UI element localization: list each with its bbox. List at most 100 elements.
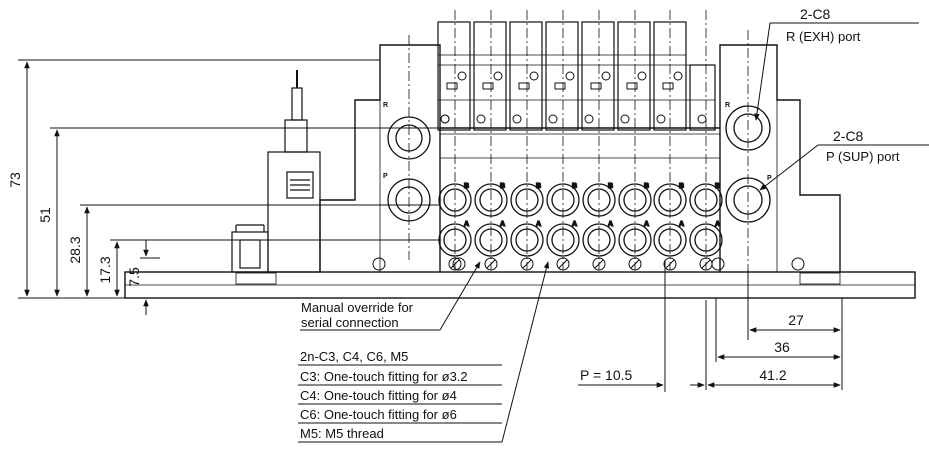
- port-letter-b: B: [500, 183, 505, 190]
- fitting-a-outer: [474, 223, 508, 257]
- port-letter-a: A: [500, 221, 505, 228]
- svg-text:R: R: [383, 102, 388, 109]
- port-letter-b: B: [572, 183, 577, 190]
- coil-led: [446, 82, 458, 90]
- fitting-a-outer: [618, 223, 652, 257]
- coil-led: [626, 82, 638, 90]
- coil-screw: [493, 71, 503, 81]
- coil-screw: [637, 71, 647, 81]
- coil-led: [590, 82, 602, 90]
- fitting-b-outer: [546, 183, 580, 217]
- coil-screw: [440, 114, 450, 124]
- port-letter-a: A: [715, 221, 720, 228]
- override-slot: [486, 259, 496, 269]
- callout-text: 2-C8 R (EXH) port 2-C8 P (SUP) port Manu…: [301, 6, 900, 330]
- dim-7-5: 7.5: [126, 267, 142, 287]
- fitting-a-outer: [546, 223, 580, 257]
- manual-overrides: [372, 257, 805, 271]
- fitting-b-inner: [694, 188, 718, 212]
- port-letter-a: A: [644, 221, 649, 228]
- fitting-b-inner: [479, 188, 503, 212]
- fitting-b-outer: [618, 183, 652, 217]
- port-letter-b: B: [608, 183, 613, 190]
- override-symbol: [592, 257, 606, 271]
- fitting-a-inner: [658, 228, 682, 252]
- port-note-2: C4: One-touch fitting for ø4: [300, 388, 457, 403]
- fitting-a-inner: [551, 228, 575, 252]
- fitting-a-inner: [479, 228, 503, 252]
- dim-73: 73: [7, 172, 23, 188]
- override-slot: [558, 259, 568, 269]
- coil-led: [662, 82, 674, 90]
- port-letter-a: A: [608, 221, 613, 228]
- pitch-label: P = 10.5: [580, 367, 633, 383]
- solenoid-details: [440, 71, 707, 124]
- fitting-a-inner: [587, 228, 611, 252]
- coil-screw: [565, 71, 575, 81]
- coil-screw: [697, 114, 707, 124]
- fitting-a-inner: [623, 228, 647, 252]
- override-slot: [701, 259, 711, 269]
- override-symbol: [448, 257, 462, 271]
- coil-screw: [601, 71, 611, 81]
- port-letters: R P R P: [383, 102, 772, 182]
- coil-screw: [656, 114, 666, 124]
- fitting-b-inner: [443, 188, 467, 212]
- coil-led: [554, 82, 566, 90]
- port-letter-b: B: [536, 183, 541, 190]
- fitting-a-inner: [515, 228, 539, 252]
- fitting-b-outer: [438, 183, 472, 217]
- override-symbol: [484, 257, 498, 271]
- coil-screw: [512, 114, 522, 124]
- port-letter-b: B: [644, 183, 649, 190]
- solenoid-coils: [437, 21, 716, 131]
- port-letter-a: A: [464, 221, 469, 228]
- fitting-a-outer: [653, 223, 687, 257]
- override-symbol: [628, 257, 642, 271]
- override-slot: [665, 259, 675, 269]
- override-symbol: [791, 257, 805, 271]
- port-note-0: 2n-C3, C4, C6, M5: [300, 349, 408, 364]
- fitting-b-inner: [551, 188, 575, 212]
- override-symbol: [372, 257, 386, 271]
- fitting-b-outer: [474, 183, 508, 217]
- svg-text:R: R: [725, 102, 730, 109]
- override-symbol: [711, 257, 725, 271]
- override-symbol: [452, 257, 466, 271]
- fitting-b-outer: [653, 183, 687, 217]
- dim-17-3: 17.3: [97, 256, 113, 283]
- dim-51: 51: [37, 207, 53, 223]
- override-symbol: [556, 257, 570, 271]
- override-slot: [522, 259, 532, 269]
- port-letter-b: B: [464, 183, 469, 190]
- port-note-4: M5: M5 thread: [300, 426, 384, 441]
- dimension-text: 73 51 28.3 17.3 7.5 27 36 41.2 P = 10.5: [7, 172, 804, 383]
- fitting-b-inner: [587, 188, 611, 212]
- svg-text:P: P: [383, 173, 388, 180]
- dim-27: 27: [788, 312, 804, 328]
- serial-connector: [231, 70, 321, 273]
- end-ports: [387, 105, 771, 223]
- sup-port-label: P (SUP) port: [826, 149, 900, 164]
- override-symbol: [520, 257, 534, 271]
- port-note-1: C3: One-touch fitting for ø3.2: [300, 369, 468, 384]
- coil-screw: [620, 114, 630, 124]
- fitting-b-inner: [515, 188, 539, 212]
- fitting-b-outer: [689, 183, 723, 217]
- override-slot: [594, 259, 604, 269]
- override-slot: [630, 259, 640, 269]
- fitting-a-outer: [510, 223, 544, 257]
- override-symbol: [663, 257, 677, 271]
- fitting-a-outer: [689, 223, 723, 257]
- fitting-b-inner: [623, 188, 647, 212]
- coil-screw: [476, 114, 486, 124]
- port-letter-a: A: [572, 221, 577, 228]
- port-letter-b: B: [679, 183, 684, 190]
- override-slot: [450, 259, 460, 269]
- dimension-lines: [18, 22, 929, 443]
- coil-led: [518, 82, 530, 90]
- port-notes: 2n-C3, C4, C6, M5 C3: One-touch fitting …: [300, 349, 468, 441]
- coil-screw: [673, 71, 683, 81]
- dim-36: 36: [774, 339, 790, 355]
- port-note-3: C6: One-touch fitting for ø6: [300, 407, 457, 422]
